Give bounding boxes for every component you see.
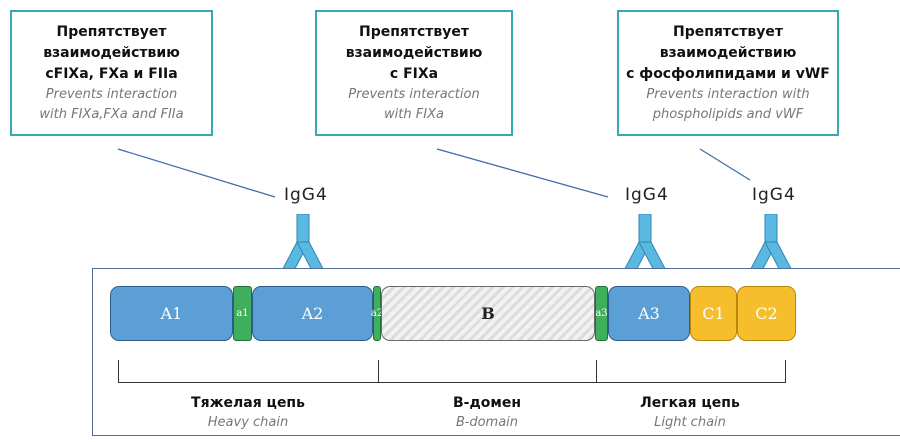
bracket-b-domain: [378, 360, 597, 383]
chain-label-light: Легкая цепь Light chain: [600, 393, 780, 432]
connector-line-1: [117, 148, 276, 198]
igg4-label: IgG4: [284, 185, 328, 205]
bracket-heavy-chain: [118, 360, 379, 383]
callout-heavy-chain: Препятствует взаимодействию cFIXa, FXa и…: [10, 10, 213, 136]
callout-title: Препятствует взаимодействию cFIXa, FXa и…: [12, 22, 211, 85]
callout-title-line: взаимодействию: [43, 45, 180, 61]
chain-label-en: Heavy chain: [207, 415, 289, 430]
callout-title: Препятствует взаимодействию с фосфолипид…: [619, 22, 837, 85]
linker-a2: a2: [371, 286, 383, 341]
callout-title-line: взаимодействию: [345, 45, 483, 61]
chain-label-en: B-domain: [455, 415, 519, 430]
chain-label-heavy: Тяжелая цепь Heavy chain: [158, 393, 338, 432]
domain-a2: A2: [252, 286, 373, 341]
connector-line-2: [436, 148, 609, 198]
chain-label-en: Light chain: [654, 415, 726, 430]
callout-title-line: cFIXa, FXa и FIIa: [45, 66, 178, 82]
callout-a3: Препятствует взаимодействию с FIXa Preve…: [315, 10, 513, 136]
domain-a3: A3: [608, 286, 690, 341]
chain-label-b-domain: B-домен B-domain: [397, 393, 577, 432]
callout-subtitle-line: Prevents interaction: [348, 87, 480, 102]
callout-subtitle-line: phospholipids and vWF: [652, 107, 804, 122]
callout-subtitle-line: Prevents interaction with: [646, 87, 810, 102]
domain-c2: C2: [737, 286, 796, 341]
domain-b: B: [381, 286, 595, 341]
chain-label-ru: Легкая цепь: [640, 395, 740, 411]
callout-title-line: с фосфолипидами и vWF: [626, 66, 830, 82]
callout-title-line: с FIXa: [389, 66, 439, 82]
domain-a1: A1: [110, 286, 233, 341]
callout-subtitle-line: with FIXa: [384, 107, 444, 122]
callout-subtitle: Prevents interaction with FIXa,FXa and F…: [12, 85, 211, 125]
domain-c1: C1: [690, 286, 737, 341]
bracket-light-chain: [596, 360, 786, 383]
callout-title-line: взаимодействию: [659, 45, 797, 61]
igg4-label: IgG4: [625, 185, 669, 205]
callout-subtitle-line: Prevents interaction: [45, 87, 178, 102]
callout-title: Препятствует взаимодействию с FIXa: [317, 22, 511, 85]
callout-title-line: Препятствует: [672, 24, 784, 40]
linker-a1: a1: [233, 286, 252, 341]
chain-label-ru: B-домен: [452, 395, 522, 411]
chain-label-ru: Тяжелая цепь: [191, 395, 305, 411]
callout-subtitle-line: with FIXa,FXa and FIIa: [39, 107, 184, 122]
callout-subtitle: Prevents interaction with FIXa: [317, 85, 511, 125]
callout-c2: Препятствует взаимодействию с фосфолипид…: [617, 10, 839, 136]
linker-a3: a3: [595, 286, 608, 341]
igg4-label: IgG4: [752, 185, 796, 205]
callout-subtitle: Prevents interaction with phospholipids …: [619, 85, 837, 125]
callout-title-line: Препятствует: [358, 24, 470, 40]
connector-line-3: [699, 148, 751, 181]
callout-title-line: Препятствует: [56, 24, 167, 40]
